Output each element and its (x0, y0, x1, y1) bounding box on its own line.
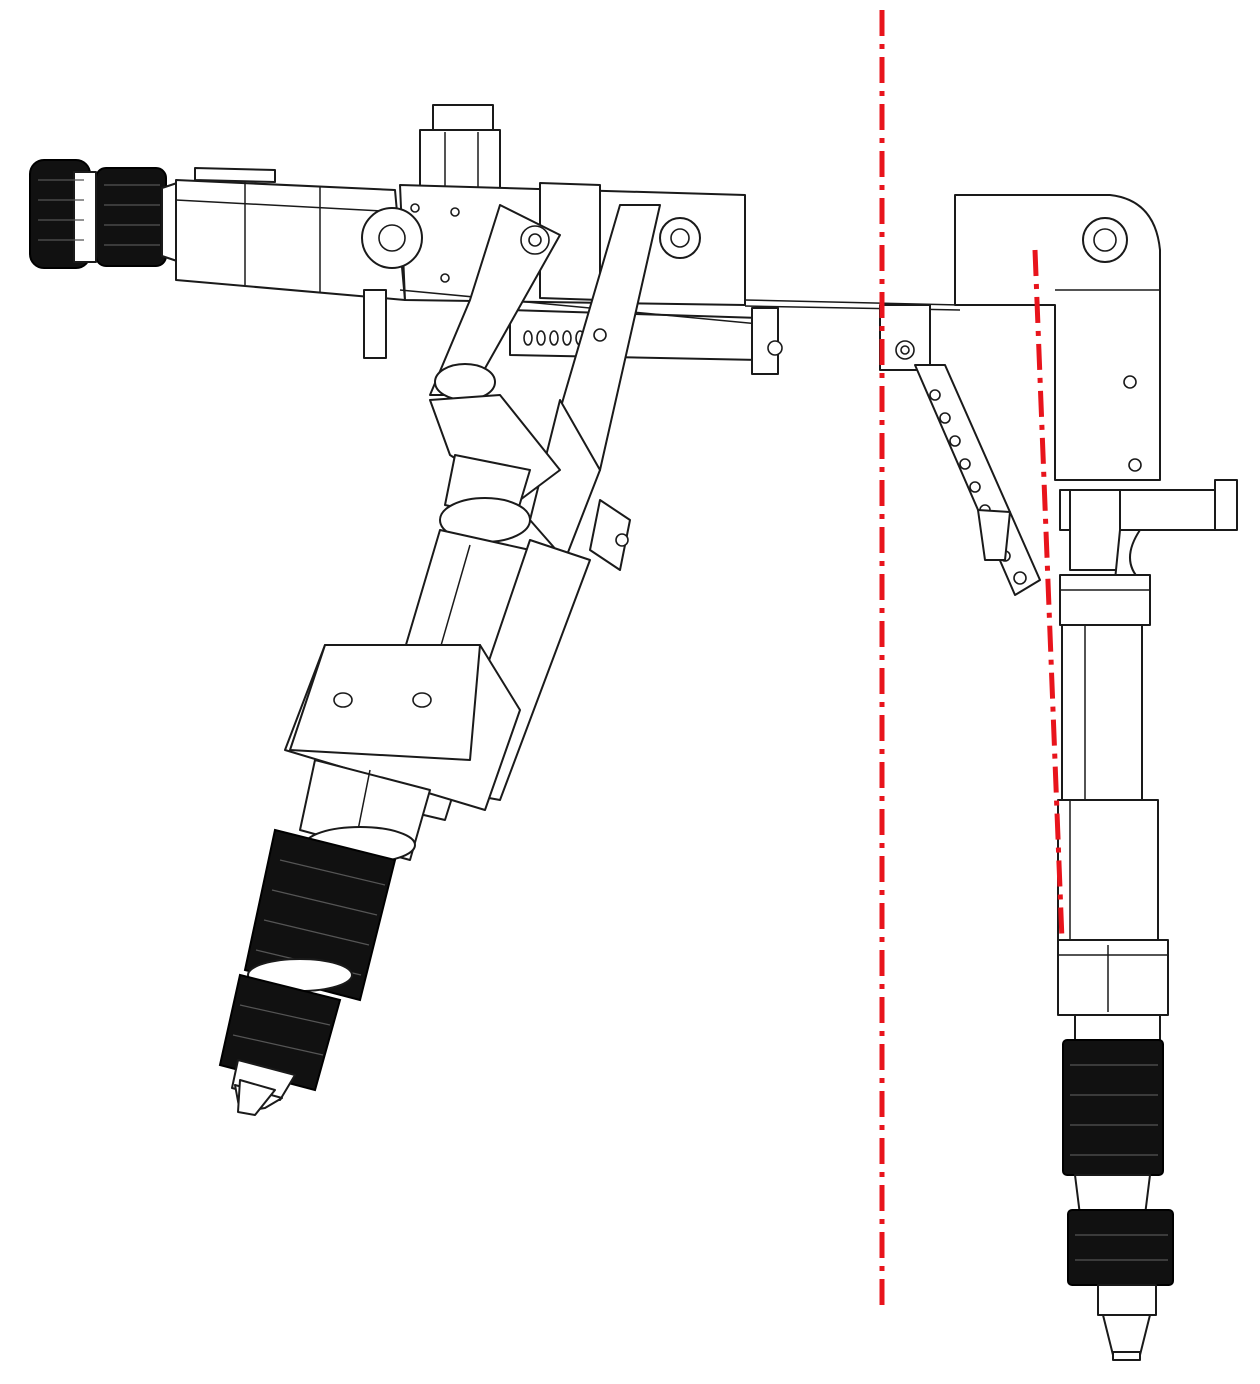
right-knurled-sleeve-upper (1062, 1039, 1164, 1176)
right-side-fitting (1059, 479, 1238, 581)
left-top-block (419, 104, 501, 191)
reference-lines (879, 10, 1065, 1308)
right-knurled-sleeve-lower (1067, 1209, 1174, 1286)
left-rear-knurled-knob (29, 159, 181, 269)
right-collar (1059, 574, 1151, 626)
right-hex-nut (1057, 939, 1169, 1041)
left-grip-neck (429, 363, 561, 543)
left-linkage-arms (429, 204, 661, 571)
right-assembly (879, 194, 1238, 1361)
right-top-housing (954, 194, 1161, 481)
right-main-barrel (1057, 624, 1159, 941)
right-perforated-link (914, 364, 1041, 596)
left-front-knurled-sleeve (218, 828, 397, 1092)
right-bracket (879, 304, 931, 371)
left-assembly (29, 104, 783, 1116)
left-rear-barrel (175, 167, 406, 301)
left-mount-block (284, 644, 521, 811)
left-nozzle-tip (231, 1059, 296, 1116)
barrel-axis-reference-line (1032, 249, 1065, 941)
right-nozzle-tip (1097, 1284, 1157, 1361)
